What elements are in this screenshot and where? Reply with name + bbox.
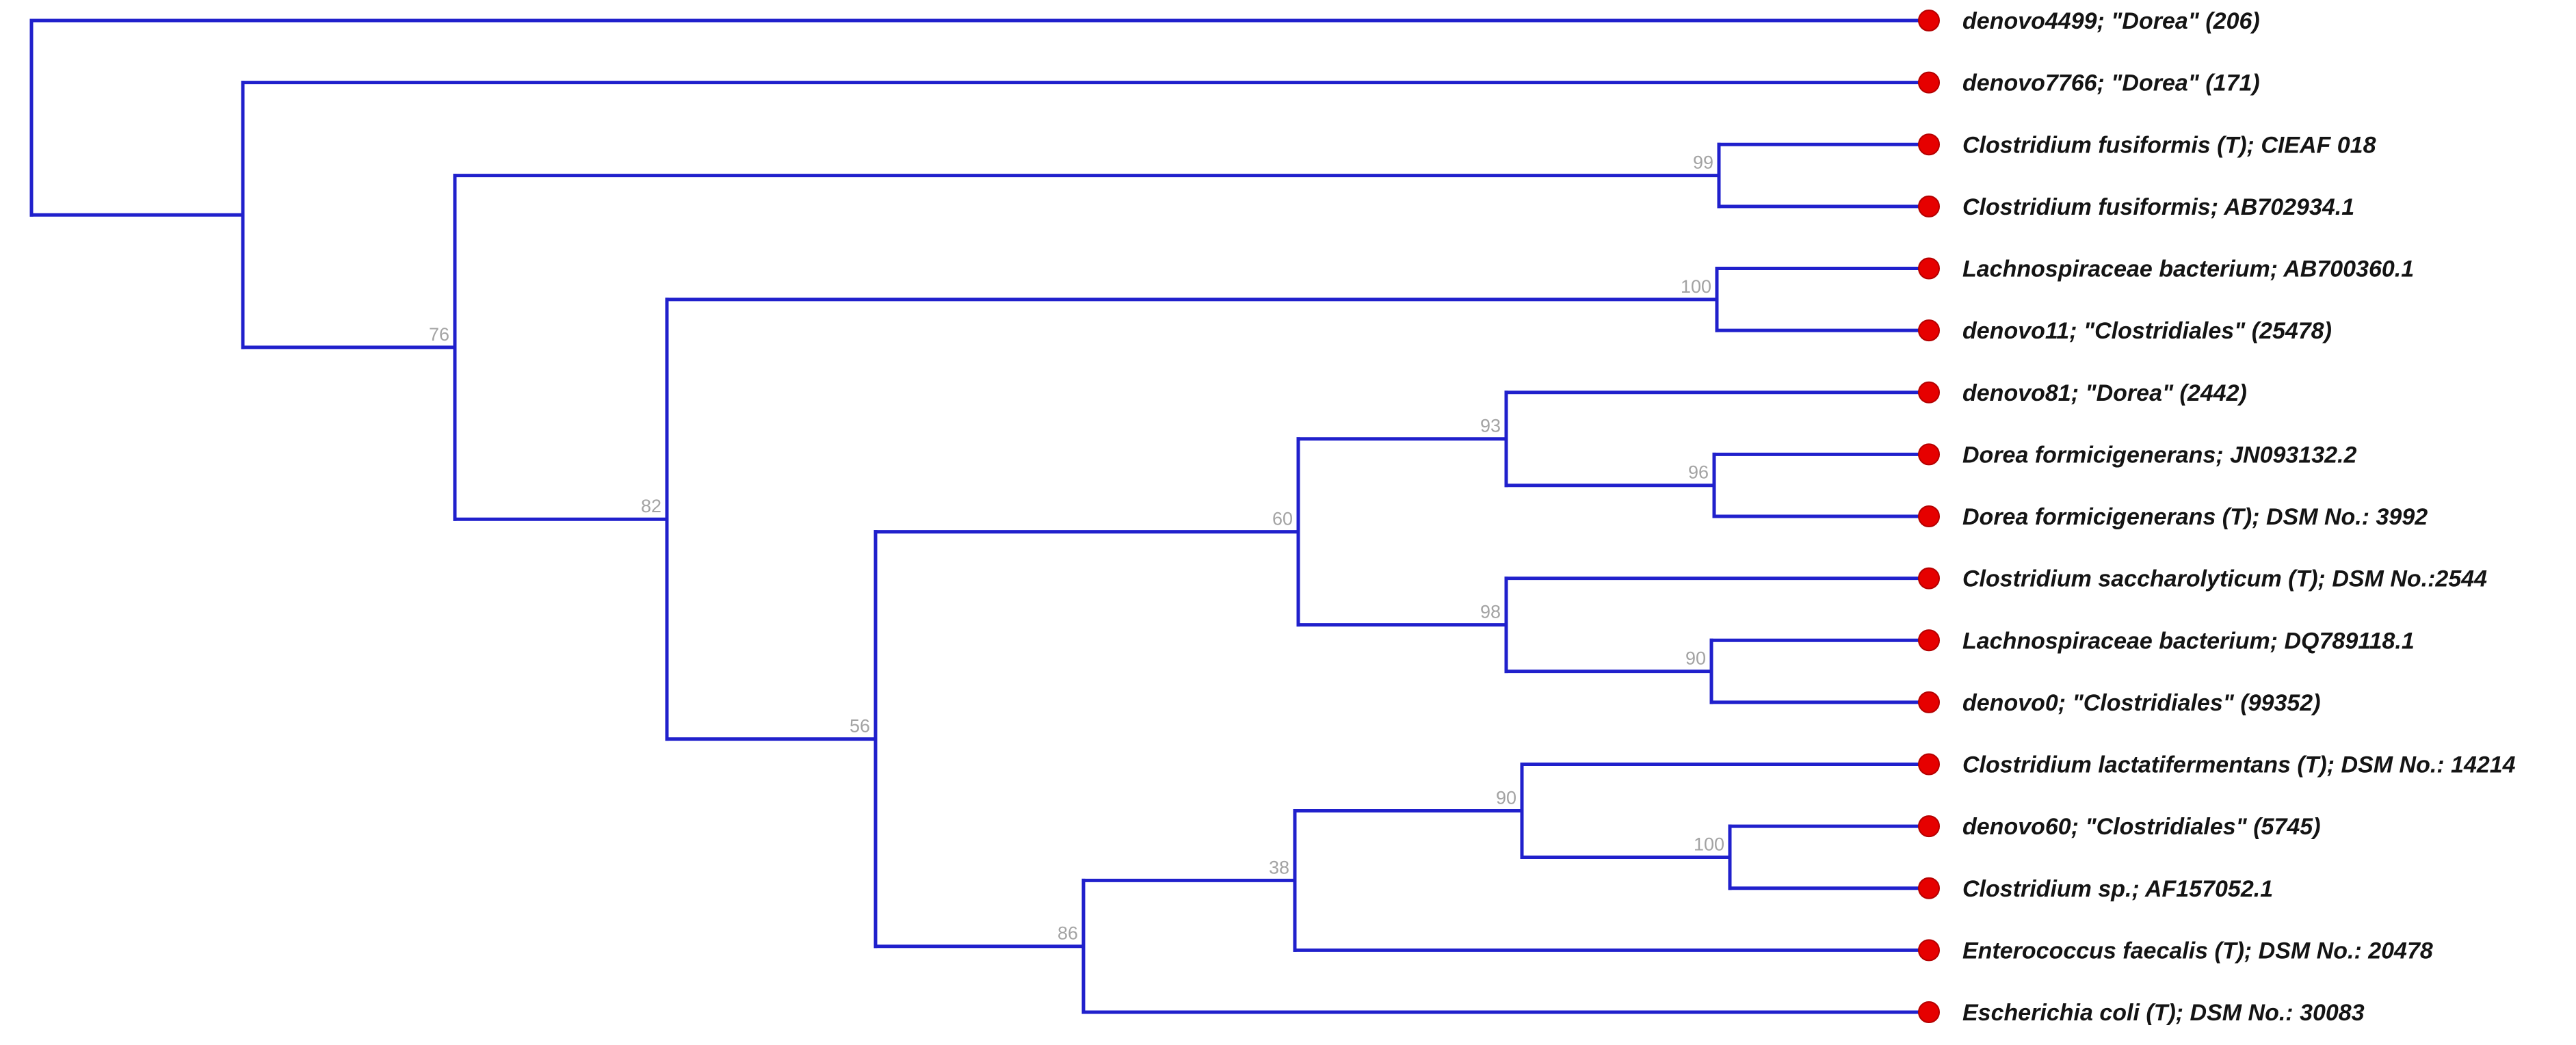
tip-dot <box>1918 319 1940 342</box>
taxon-label: denovo4499; "Dorea" (206) <box>1962 8 2260 34</box>
bootstrap-support-label: 100 <box>1694 834 1724 854</box>
taxon-label: Clostridium lactatifermentans (T); DSM N… <box>1962 752 2516 778</box>
tip-dot <box>1918 195 1940 217</box>
tip-dot <box>1918 381 1940 404</box>
bootstrap-support-label: 100 <box>1681 276 1711 297</box>
taxon-label: Dorea formicigenerans (T); DSM No.: 3992 <box>1962 504 2428 530</box>
taxon-label: Lachnospiraceae bacterium; DQ789118.1 <box>1962 628 2415 654</box>
taxon-label: Clostridium fusiformis; AB702934.1 <box>1962 194 2354 220</box>
tip-dot <box>1918 939 1940 962</box>
tip-dot <box>1918 877 1940 899</box>
taxon-label: denovo11; "Clostridiales" (25478) <box>1962 318 2332 344</box>
taxon-label: denovo7766; "Dorea" (171) <box>1962 70 2260 96</box>
tip-dot <box>1918 567 1940 590</box>
bootstrap-support-label: 98 <box>1480 602 1501 622</box>
bootstrap-support-label: 86 <box>1057 923 1078 944</box>
bootstrap-support-label: 90 <box>1685 648 1706 669</box>
tip-dot <box>1918 133 1940 156</box>
taxon-label: Clostridium saccharolyticum (T); DSM No.… <box>1962 566 2487 592</box>
tip-dot <box>1918 691 1940 713</box>
tip-dot <box>1918 753 1940 776</box>
bootstrap-support-label: 56 <box>850 716 870 737</box>
tip-dot <box>1918 10 1940 31</box>
bootstrap-support-label: 99 <box>1693 153 1713 173</box>
taxon-label: denovo0; "Clostridiales" (99352) <box>1962 690 2321 716</box>
bootstrap-support-label: 90 <box>1496 787 1516 808</box>
taxon-label: Lachnospiraceae bacterium; AB700360.1 <box>1962 256 2414 282</box>
tip-dot <box>1918 257 1940 280</box>
tip-dot <box>1918 629 1940 652</box>
taxon-label: Escherichia coli (T); DSM No.: 30083 <box>1962 1000 2365 1026</box>
taxon-label: denovo60; "Clostridiales" (5745) <box>1962 814 2321 840</box>
taxon-label: denovo81; "Dorea" (2442) <box>1962 380 2247 406</box>
tip-dot <box>1918 815 1940 838</box>
bootstrap-support-label: 82 <box>641 496 661 516</box>
taxon-label: Clostridium sp.; AF157052.1 <box>1962 876 2273 902</box>
bootstrap-support-label: 96 <box>1688 462 1709 483</box>
bootstrap-support-label: 93 <box>1480 416 1501 436</box>
bootstrap-support-label: 76 <box>429 324 449 345</box>
taxon-label: Enterococcus faecalis (T); DSM No.: 2047… <box>1962 938 2433 964</box>
taxon-label: Clostridium fusiformis (T); CIEAF 018 <box>1962 132 2376 158</box>
tip-dot <box>1918 1001 1940 1023</box>
bootstrap-support-label: 60 <box>1272 509 1293 529</box>
tip-dot <box>1918 443 1940 466</box>
tip-dot <box>1918 505 1940 527</box>
taxon-label: Dorea formicigenerans; JN093132.2 <box>1962 442 2356 468</box>
bootstrap-support-label: 38 <box>1269 857 1289 877</box>
tip-dot <box>1918 71 1940 94</box>
